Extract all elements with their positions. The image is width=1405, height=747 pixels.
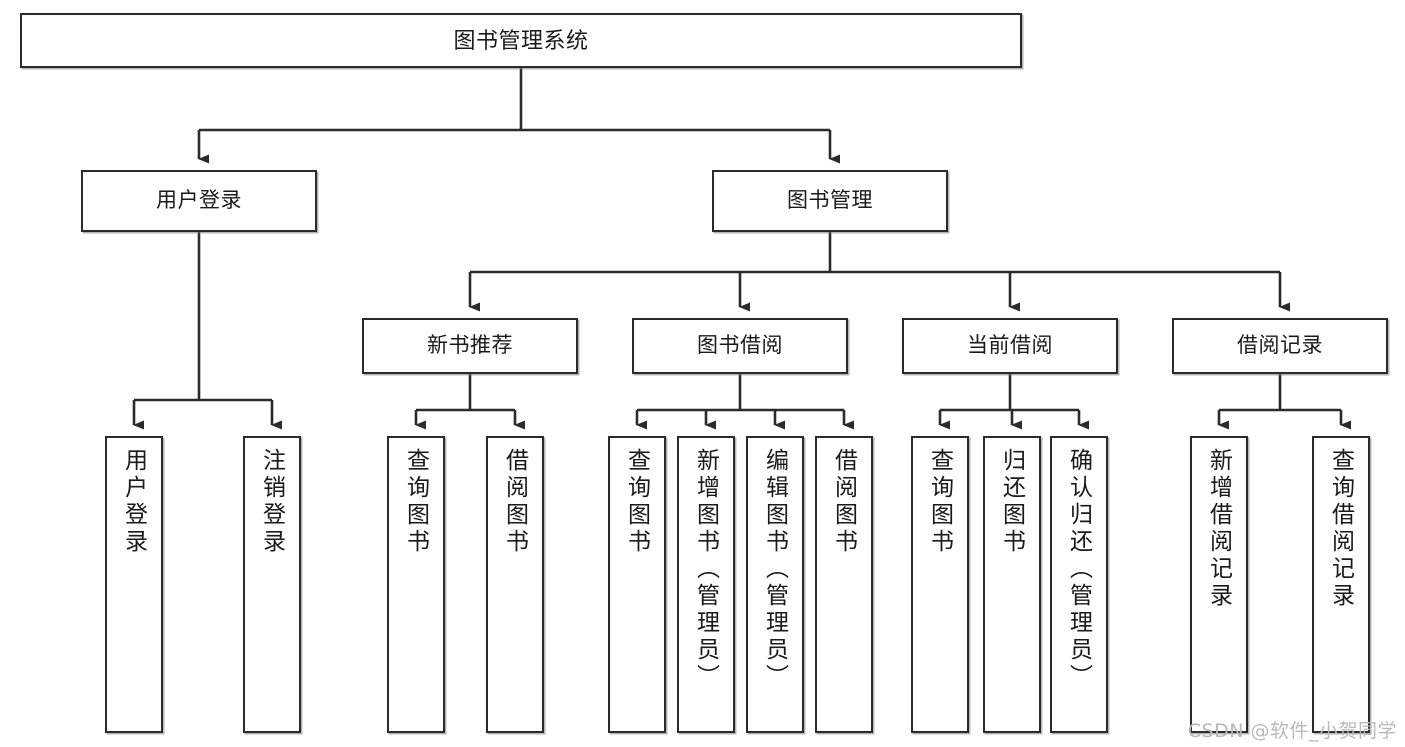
watermark-text: CSDN @软件_小贺同学 [1187,720,1397,742]
node-label: 用户登录 [121,448,148,556]
leaf-node-query-books-borrow[interactable]: 查询图书 [608,436,666,733]
leaf-node-query-books-recommend[interactable]: 查询图书 [387,436,445,733]
node-book-borrow[interactable]: 图书借阅 [632,318,848,374]
node-borrow-records[interactable]: 借阅记录 [1172,318,1388,374]
leaf-node-confirm-return-admin[interactable]: 确认归还（管理员） [1050,436,1108,733]
leaf-node-borrow-books[interactable]: 借阅图书 [815,436,873,733]
leaf-node-logout[interactable]: 注销登录 [243,436,301,733]
leaf-node-edit-book-admin[interactable]: 编辑图书（管理员） [746,436,804,733]
node-label: 新书推荐 [427,333,513,357]
node-label: 用户登录 [156,188,242,212]
leaf-node-query-books-current[interactable]: 查询图书 [911,436,969,733]
leaf-node-add-borrow-record[interactable]: 新增借阅记录 [1190,436,1248,733]
node-label: 借阅记录 [1237,333,1323,357]
node-label: 归还图书 [999,448,1026,556]
node-new-book-recommend[interactable]: 新书推荐 [362,318,578,374]
node-label: 查询图书 [927,448,954,556]
leaf-node-return-books[interactable]: 归还图书 [983,436,1041,733]
leaf-node-query-borrow-record[interactable]: 查询借阅记录 [1312,436,1370,733]
node-user-login[interactable]: 用户登录 [81,170,317,232]
leaf-node-borrow-books-recommend[interactable]: 借阅图书 [486,436,544,733]
node-label: 图书借阅 [697,333,783,357]
node-label: 借阅图书 [831,448,858,556]
node-label: 查询图书 [624,448,651,556]
node-label: 编辑图书（管理员） [762,448,789,691]
node-book-management[interactable]: 图书管理 [712,170,948,232]
leaf-node-user-login[interactable]: 用户登录 [105,436,163,733]
node-current-borrow[interactable]: 当前借阅 [902,318,1118,374]
node-label: 新增图书（管理员） [693,448,720,691]
leaf-node-add-book-admin[interactable]: 新增图书（管理员） [677,436,735,733]
node-label: 图书管理 [787,188,873,212]
node-label: 新增借阅记录 [1206,448,1233,610]
node-label: 注销登录 [259,448,286,556]
node-label: 借阅图书 [502,448,529,556]
node-label: 查询借阅记录 [1328,448,1355,610]
node-label: 图书管理系统 [453,27,589,53]
node-root-book-management-system[interactable]: 图书管理系统 [20,13,1022,68]
node-label: 查询图书 [403,448,430,556]
node-label: 当前借阅 [967,333,1053,357]
node-label: 确认归还（管理员） [1066,448,1093,691]
